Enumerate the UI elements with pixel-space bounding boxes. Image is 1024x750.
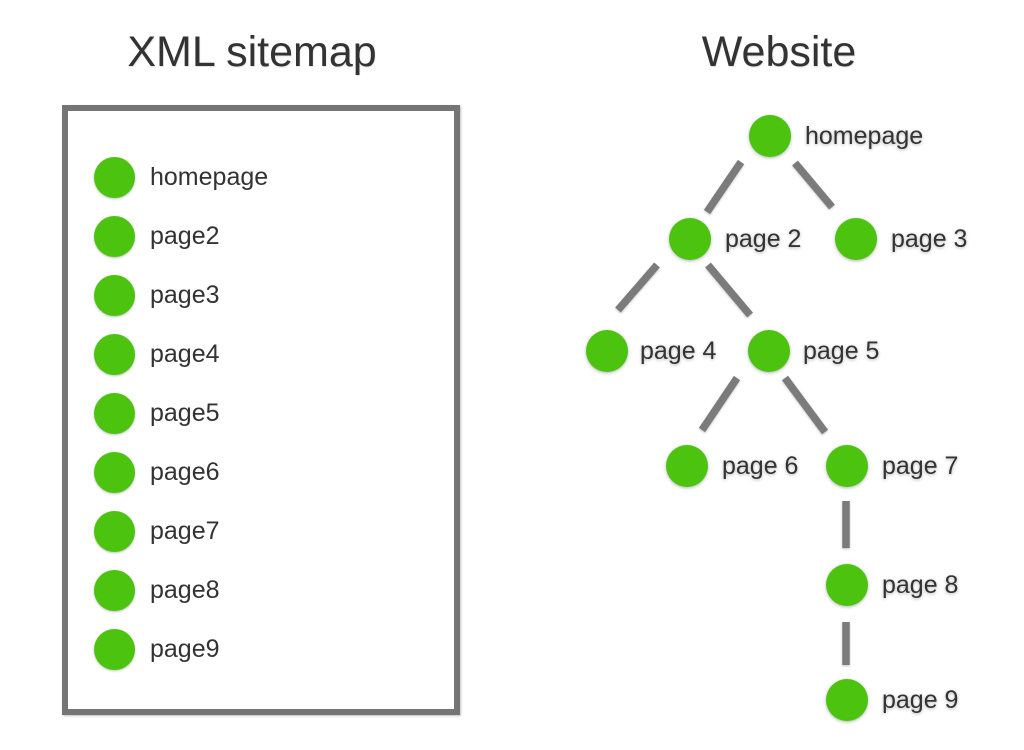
sitemap-item-label: page6 [150, 458, 220, 486]
sitemap-panel-title: XML sitemap [127, 28, 377, 76]
sitemap-item-label: page7 [150, 517, 220, 545]
tree-node-label: page 2 [725, 225, 801, 253]
tree-node-homepage: homepage [749, 115, 923, 157]
page-dot-icon [94, 570, 135, 611]
tree-edge-page2-page4 [615, 262, 660, 313]
sitemap-item-page5: page5 [94, 393, 454, 434]
sitemap-item-label: page2 [150, 222, 220, 250]
tree-node-label: page 6 [722, 452, 798, 480]
sitemap-item-page4: page4 [94, 334, 454, 375]
tree-node-page6: page 6 [666, 445, 798, 487]
tree-node-page9: page 9 [826, 679, 958, 721]
node-circle-icon [826, 564, 868, 606]
sitemap-item-label: page5 [150, 399, 220, 427]
sitemap-item-label: page9 [150, 635, 220, 663]
sitemap-item-page7: page7 [94, 511, 454, 552]
tree-node-page5: page 5 [748, 330, 879, 372]
tree-edge-page5-page7 [781, 375, 829, 435]
page-dot-icon [94, 334, 135, 375]
sitemap-item-page2: page2 [94, 216, 454, 257]
tree-edge-page2-page5 [705, 262, 753, 318]
sitemap-item-label: homepage [150, 163, 269, 191]
node-circle-icon [586, 330, 628, 372]
node-circle-icon [826, 679, 868, 721]
tree-node-label: page 3 [891, 225, 967, 253]
tree-node-page3: page 3 [835, 218, 967, 260]
page-dot-icon [94, 452, 135, 493]
page-dot-icon [94, 511, 135, 552]
tree-node-label: page 4 [640, 337, 717, 365]
page-dot-icon [94, 275, 135, 316]
sitemap-box: homepage page2 page3 page4 page5 page6 p… [62, 105, 460, 715]
sitemap-item-label: page3 [150, 281, 220, 309]
sitemap-item-label: page4 [150, 340, 220, 368]
tree-node-label: page 9 [882, 686, 958, 714]
tree-node-page8: page 8 [826, 564, 958, 606]
sitemap-item-homepage: homepage [94, 157, 454, 198]
page-dot-icon [94, 157, 135, 198]
tree-node-label: page 8 [882, 571, 958, 599]
sitemap-item-label: page8 [150, 576, 220, 604]
node-circle-icon [666, 445, 708, 487]
tree-node-label: homepage [805, 122, 923, 150]
sitemap-item-page9: page9 [94, 629, 454, 670]
tree-node-label: page 7 [882, 452, 958, 480]
page-dot-icon [94, 629, 135, 670]
tree-edge-homepage-page3 [792, 160, 835, 210]
tree-edge-page5-page6 [698, 375, 741, 433]
node-circle-icon [669, 218, 711, 260]
node-circle-icon [835, 218, 877, 260]
sitemap-item-page3: page3 [94, 275, 454, 316]
node-circle-icon [748, 330, 790, 372]
tree-node-page7: page 7 [826, 445, 958, 487]
tree-node-page2: page 2 [669, 218, 801, 260]
page-dot-icon [94, 393, 135, 434]
node-circle-icon [749, 115, 791, 157]
node-circle-icon [826, 445, 868, 487]
sitemap-item-page8: page8 [94, 570, 454, 611]
page-dot-icon [94, 216, 135, 257]
website-panel-title: Website [701, 28, 857, 76]
sitemap-item-page6: page6 [94, 452, 454, 493]
tree-node-page4: page 4 [586, 330, 717, 372]
tree-node-label: page 5 [803, 337, 879, 365]
tree-edge-homepage-page2 [703, 159, 745, 215]
